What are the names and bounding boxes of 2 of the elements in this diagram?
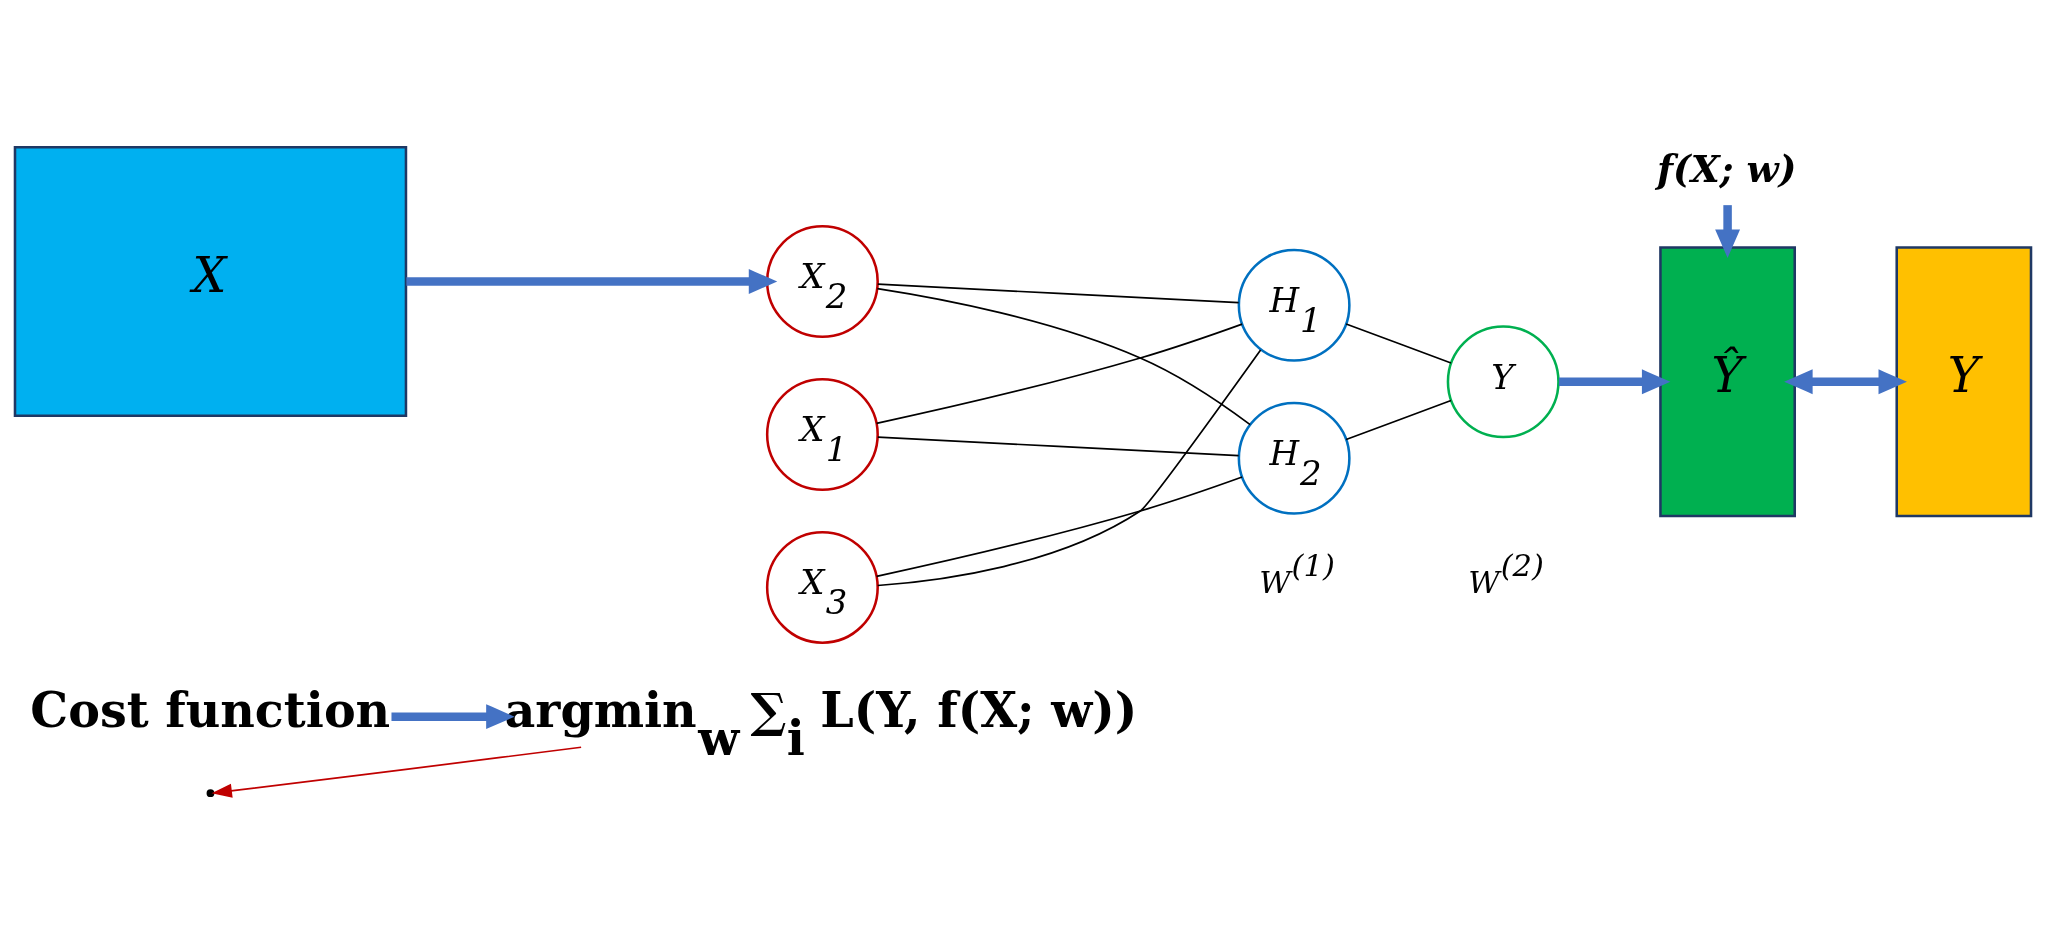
node-text: f(X; w) — [1657, 147, 1797, 192]
node-text: Cost function — [30, 681, 391, 738]
